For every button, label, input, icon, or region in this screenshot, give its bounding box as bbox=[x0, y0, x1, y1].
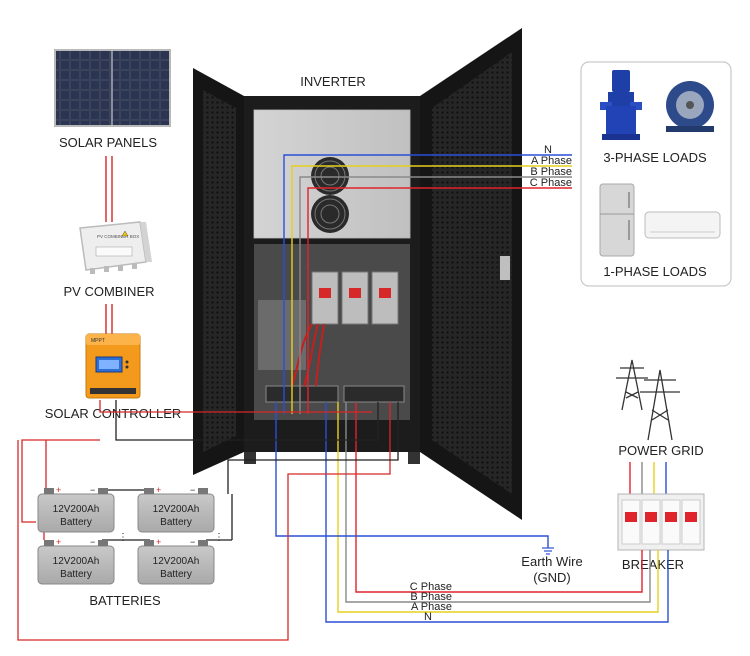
pv-combiner-box: PV COMBINER BOX bbox=[79, 221, 152, 274]
battery-1-minus: − bbox=[90, 485, 95, 495]
battery-4-minus: − bbox=[190, 537, 195, 547]
grid-wire-b bbox=[345, 402, 651, 603]
load-wire-n-label: N bbox=[544, 144, 552, 156]
battery-1-spec: 12V200Ah bbox=[53, 504, 100, 515]
breaker-label: BREAKER bbox=[622, 557, 684, 572]
grid-wire-c-label: C Phase bbox=[410, 581, 452, 593]
grid-wire-a-label: A Phase bbox=[411, 601, 452, 613]
load-wire-a bbox=[291, 165, 572, 414]
inverter-label: INVERTER bbox=[300, 74, 366, 89]
battery-2-plus: + bbox=[156, 485, 161, 495]
battery-2-spec: 12V200Ah bbox=[153, 504, 200, 515]
power-grid-tower-icon bbox=[616, 359, 680, 441]
terminal-block-right bbox=[343, 385, 405, 403]
solar-panels-label: SOLAR PANELS bbox=[59, 135, 157, 150]
power-grid-label: POWER GRID bbox=[618, 443, 703, 458]
battery-3-minus: − bbox=[90, 537, 95, 547]
refrigerator-icon bbox=[599, 183, 635, 257]
battery-3-spec: 12V200Ah bbox=[53, 556, 100, 567]
solar-panels bbox=[54, 49, 171, 127]
solar-controller-label: SOLAR CONTROLLER bbox=[45, 406, 182, 421]
earth-wire-label-2: (GND) bbox=[533, 570, 571, 585]
battery-4-spec: 12V200Ah bbox=[153, 556, 200, 567]
battery-4-name: Battery bbox=[160, 569, 192, 580]
fan-bottom bbox=[311, 195, 349, 233]
load-wire-c-label: C Phase bbox=[530, 177, 572, 189]
load-wire-a-label: A Phase bbox=[531, 155, 572, 167]
grid-wire-c bbox=[355, 402, 643, 593]
load-wire-b-label: B Phase bbox=[530, 166, 572, 178]
earth-wire-label-1: Earth Wire bbox=[521, 554, 582, 569]
grid-wires bbox=[325, 402, 669, 623]
battery-2 bbox=[137, 488, 215, 533]
motor-icon bbox=[666, 81, 714, 132]
air-conditioner-icon bbox=[644, 211, 721, 239]
grid-breaker bbox=[617, 493, 705, 551]
grid-wire-n bbox=[325, 402, 669, 623]
inverter-cabinet bbox=[193, 28, 522, 520]
battery-4-plus: + bbox=[156, 537, 161, 547]
battery-3-name: Battery bbox=[60, 569, 92, 580]
one-phase-loads-label: 1-PHASE LOADS bbox=[603, 264, 707, 279]
ground-icon bbox=[542, 547, 554, 555]
battery-2-minus: − bbox=[190, 485, 195, 495]
load-wire-n bbox=[283, 154, 572, 414]
battery-3 bbox=[37, 540, 115, 585]
battery-1-name: Battery bbox=[60, 517, 92, 528]
fan-top bbox=[311, 157, 349, 195]
batteries-label: BATTERIES bbox=[89, 593, 161, 608]
door-handle bbox=[500, 256, 510, 280]
battery-series-dots-right: ⋮ bbox=[214, 532, 224, 543]
controller-brand: MPPT bbox=[91, 338, 105, 344]
warning-triangle-icon bbox=[121, 230, 129, 237]
load-wires bbox=[283, 154, 572, 414]
battery-series-dots-left: ⋮ bbox=[118, 532, 128, 543]
battery-3-plus: + bbox=[56, 537, 61, 547]
solar-controller: MPPT bbox=[85, 333, 141, 399]
pv-combiner-label: PV COMBINER bbox=[63, 284, 154, 299]
battery-4 bbox=[137, 540, 215, 585]
pump-icon bbox=[600, 70, 642, 140]
grid-wire-a bbox=[337, 402, 659, 613]
grid-wire-n-label: N bbox=[424, 611, 432, 623]
battery-1 bbox=[37, 488, 115, 533]
three-phase-loads-label: 3-PHASE LOADS bbox=[603, 150, 707, 165]
earth-wire bbox=[275, 402, 549, 548]
terminal-block-left bbox=[265, 385, 339, 403]
load-wire-b bbox=[299, 176, 572, 414]
battery-1-plus: + bbox=[56, 485, 61, 495]
load-wire-c bbox=[307, 187, 572, 414]
combiner-box-text: PV COMBINER BOX bbox=[97, 234, 139, 239]
battery-2-name: Battery bbox=[160, 517, 192, 528]
grid-wire-b-label: B Phase bbox=[410, 591, 452, 603]
